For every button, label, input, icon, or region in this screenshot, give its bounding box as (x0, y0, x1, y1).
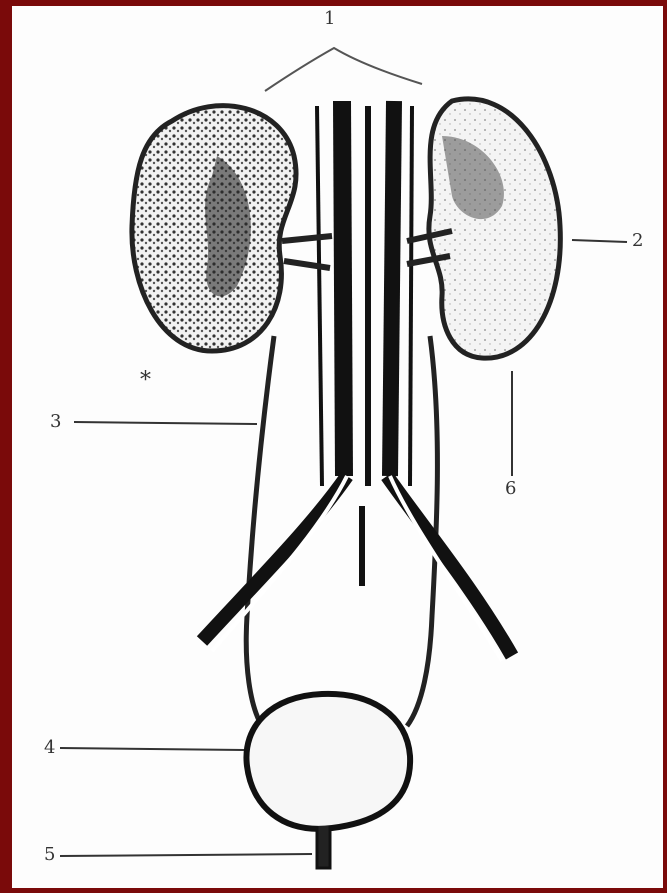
label-6: 6 (505, 478, 516, 499)
label-1: 1 (324, 8, 335, 29)
label-2: 2 (632, 230, 643, 251)
urethra (317, 826, 330, 868)
label-3: 3 (50, 411, 61, 432)
urinary-system-diagram (12, 6, 663, 888)
kidney-left (132, 106, 296, 351)
label-1-bracket (265, 48, 422, 91)
bladder (246, 694, 410, 829)
label-5: 5 (44, 844, 55, 865)
label-4: 4 (44, 737, 55, 758)
asterisk-mark: * (140, 368, 151, 393)
great-vessels (317, 101, 412, 486)
kidney-right (429, 99, 560, 358)
diagram-panel: 1 2 3 4 5 6 * (12, 6, 663, 888)
